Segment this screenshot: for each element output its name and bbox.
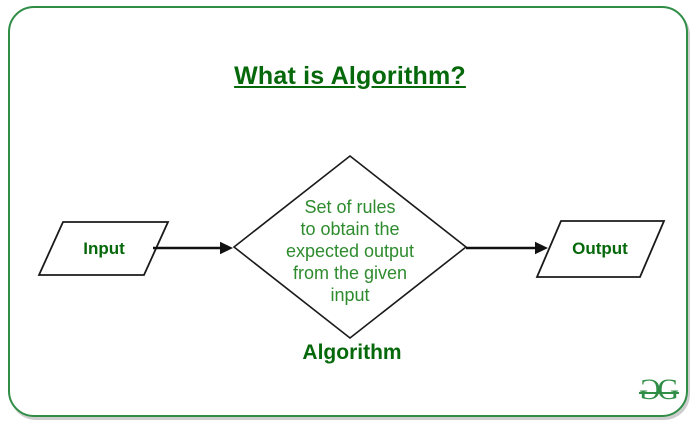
process-description-line: Set of rules [304, 197, 396, 217]
process-label: Algorithm [302, 341, 402, 364]
process-description: Set of rules to obtain the expected outp… [286, 196, 414, 306]
input-label: Input [83, 239, 125, 258]
process-description-line: from the given [292, 263, 408, 283]
logo-crossbar [638, 391, 679, 394]
arrow-process-to-output-head-icon [535, 241, 548, 255]
process-description-line: input [330, 285, 370, 305]
process-diamond-shape [232, 154, 468, 340]
geeksforgeeks-logo: G G [638, 373, 679, 406]
output-parallelogram-shape [535, 220, 666, 278]
logo-letter-mirrored: G [638, 373, 661, 406]
page-border-frame [8, 6, 688, 417]
page-title: What is Algorithm? [234, 62, 466, 90]
process-description-line: to obtain the [300, 219, 400, 239]
process-description-line: expected output [285, 241, 415, 261]
input-parallelogram-shape [37, 221, 170, 276]
arrow-input-to-process-head-icon [220, 241, 233, 255]
output-label: Output [572, 239, 628, 258]
logo-letter: G [657, 373, 679, 406]
